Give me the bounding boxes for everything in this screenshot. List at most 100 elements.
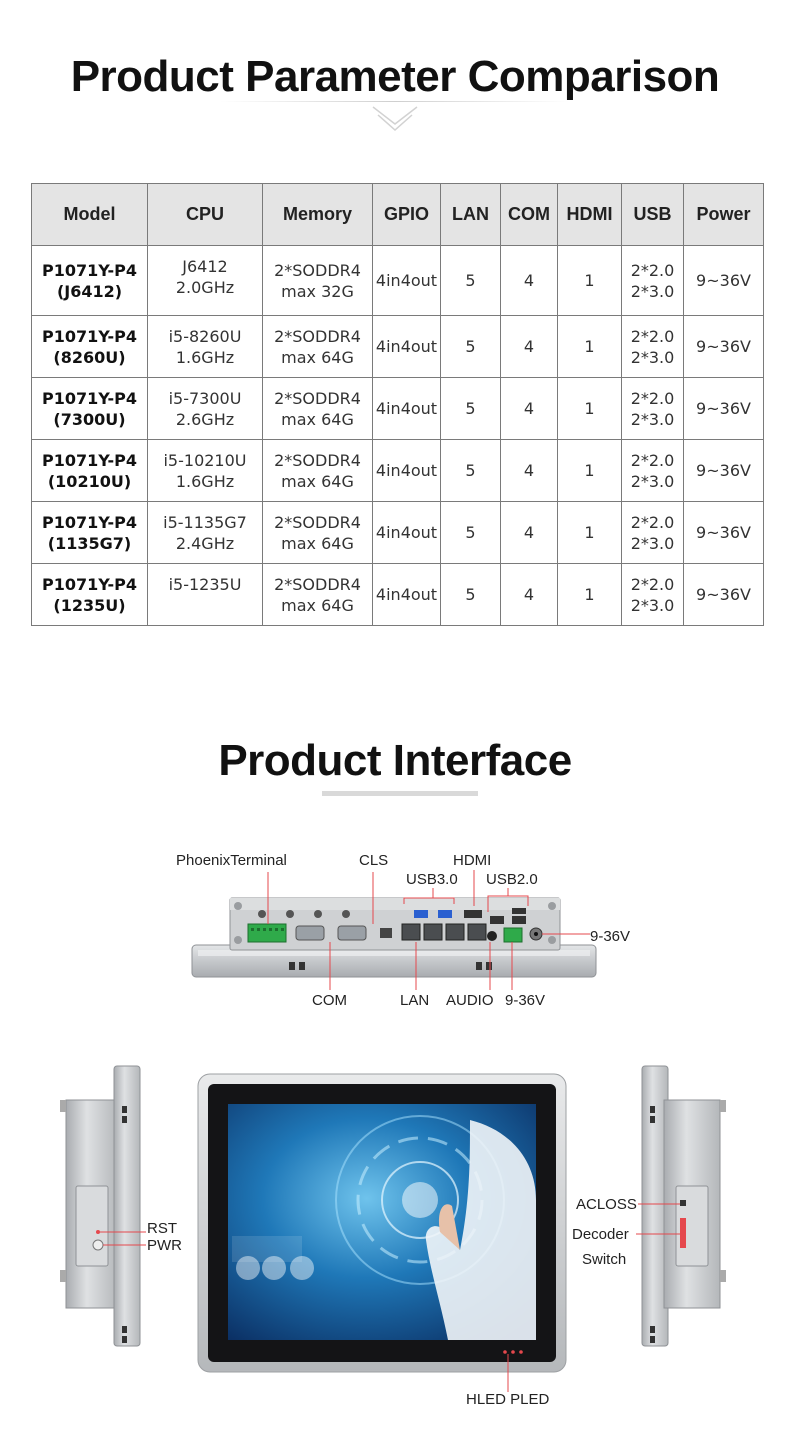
cell-usb-line: 2*2.0 — [630, 450, 675, 470]
cell-power: 9~36V — [683, 315, 764, 378]
cell-model: P1071Y-P4(J6412) — [31, 245, 148, 316]
label-com: COM — [312, 992, 347, 1009]
cell-cpu-line: 2.0GHz — [175, 278, 235, 297]
label-usb30: USB3.0 — [406, 871, 458, 888]
interface-title: Product Interface — [218, 736, 572, 785]
header-gpio: GPIO — [372, 183, 441, 246]
cell-com: 4 — [500, 501, 558, 564]
cell-cpu-line: J6412 — [182, 257, 228, 276]
cell-model-line: (1235U) — [53, 595, 126, 615]
cell-com: 4 — [500, 563, 558, 626]
header-cpu: CPU — [147, 183, 263, 246]
cell-memory-line: max 64G — [281, 409, 354, 429]
cell-model-line: (J6412) — [56, 281, 123, 301]
cell-model: P1071Y-P4(10210U) — [31, 439, 148, 502]
cell-usb-line: 2*2.0 — [630, 574, 675, 594]
cell-memory-line: max 64G — [281, 347, 354, 367]
cell-hdmi: 1 — [557, 245, 622, 316]
cell-com: 4 — [500, 439, 558, 502]
left-side-view — [60, 1065, 141, 1347]
cell-model-line: P1071Y-P4 — [42, 260, 137, 280]
cell-lan: 5 — [440, 563, 501, 626]
cell-com: 4 — [500, 245, 558, 316]
cell-cpu-line: 2.4GHz — [175, 534, 235, 553]
label-hled-pled: HLED PLED — [466, 1391, 550, 1408]
cell-lan: 5 — [440, 245, 501, 316]
label-acloss: ACLOSS — [576, 1196, 637, 1213]
title-underline — [322, 791, 478, 796]
cell-cpu-line: i5-8260U — [168, 327, 242, 346]
comparison-title: Product Parameter Comparison — [70, 52, 720, 101]
cell-lan: 5 — [440, 439, 501, 502]
cell-cpu-line: i5-1135G7 — [163, 513, 247, 532]
label-rst: RST — [147, 1220, 177, 1237]
cell-gpio: 4in4out — [372, 377, 441, 440]
cell-memory-line: max 32G — [281, 281, 354, 301]
cell-power: 9~36V — [683, 439, 764, 502]
label-power-bottom: 9-36V — [505, 992, 546, 1009]
cell-memory-line: 2*SODDR4 — [274, 574, 361, 594]
label-lan: LAN — [400, 992, 430, 1009]
header-memory: Memory — [262, 183, 373, 246]
cell-usb-line: 2*2.0 — [630, 326, 675, 346]
header-power: Power — [683, 183, 764, 246]
label-usb20: USB2.0 — [486, 871, 538, 888]
cell-gpio: 4in4out — [372, 563, 441, 626]
header-com: COM — [500, 183, 558, 246]
chevron-down-icon — [372, 106, 418, 132]
label-power-right: 9-36V — [590, 928, 631, 945]
cell-hdmi: 1 — [557, 377, 622, 440]
cell-model-line: P1071Y-P4 — [42, 450, 137, 470]
cell-model-line: P1071Y-P4 — [42, 326, 137, 346]
cell-gpio: 4in4out — [372, 245, 441, 316]
front-panel — [197, 1073, 567, 1373]
cell-model: P1071Y-P4(1135G7) — [31, 501, 148, 564]
label-audio: AUDIO — [446, 992, 494, 1009]
header-hdmi: HDMI — [557, 183, 622, 246]
spec-table: Model CPU Memory GPIO LAN COM HDMI USB P… — [31, 183, 764, 626]
cell-cpu-line: 1.6GHz — [175, 472, 235, 491]
cell-usb-line: 2*2.0 — [630, 512, 675, 532]
label-phoenix-terminal: PhoenixTerminal — [176, 852, 287, 869]
cell-memory-line: 2*SODDR4 — [274, 260, 361, 280]
cell-cpu-line: i5-7300U — [168, 389, 242, 408]
cell-cpu: i5-1235U — [147, 563, 263, 626]
cell-power: 9~36V — [683, 501, 764, 564]
cell-hdmi: 1 — [557, 501, 622, 564]
label-cls: CLS — [359, 852, 389, 869]
cell-memory-line: 2*SODDR4 — [274, 326, 361, 346]
cell-model-line: (8260U) — [53, 347, 126, 367]
cell-gpio: 4in4out — [372, 315, 441, 378]
right-callout-lines — [636, 1203, 680, 1235]
cell-usb-line: 2*2.0 — [630, 388, 675, 408]
cell-usb-line: 2*3.0 — [630, 533, 675, 553]
cell-model-line: P1071Y-P4 — [42, 388, 137, 408]
cell-model-line: (7300U) — [53, 409, 126, 429]
label-hdmi: HDMI — [453, 852, 492, 869]
cell-usb-line: 2*3.0 — [630, 409, 675, 429]
cell-memory-line: 2*SODDR4 — [274, 512, 361, 532]
cell-memory-line: 2*SODDR4 — [274, 450, 361, 470]
header-usb: USB — [621, 183, 684, 246]
cell-memory-line: 2*SODDR4 — [274, 388, 361, 408]
header-model: Model — [31, 183, 148, 246]
cell-hdmi: 1 — [557, 563, 622, 626]
cell-cpu: i5-1135G7 2.4GHz — [147, 501, 263, 564]
cell-usb-line: 2*3.0 — [630, 595, 675, 615]
table-header-row: Model CPU Memory GPIO LAN COM HDMI USB P… — [31, 183, 764, 246]
table-row: P1071Y-P4(1135G7) i5-1135G7 2.4GHz 2*SODDR4… — [31, 501, 764, 564]
cell-usb-line: 2*3.0 — [630, 347, 675, 367]
